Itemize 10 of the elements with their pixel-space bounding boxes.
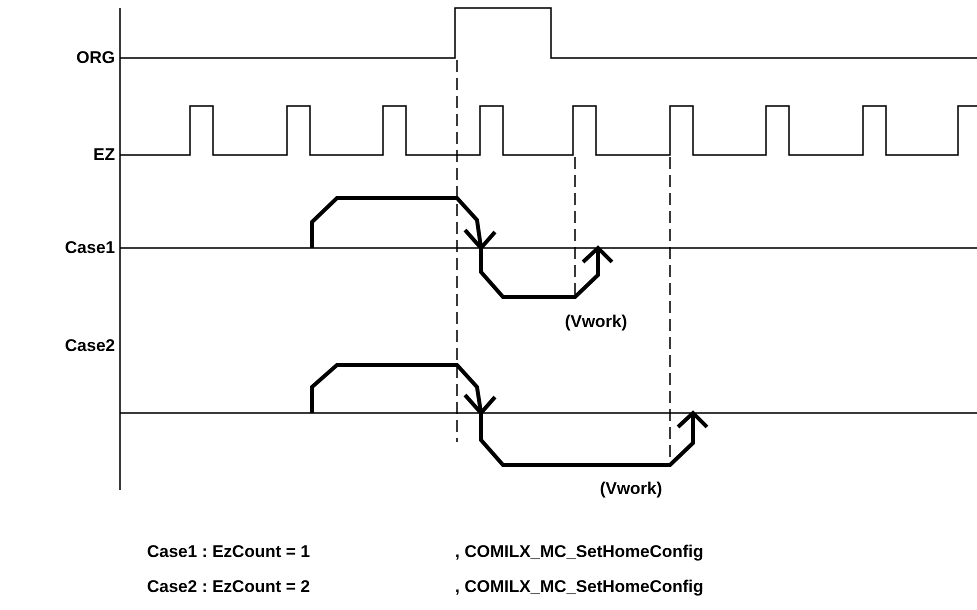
note-text: Case2 : EzCount = 2 [147, 577, 310, 597]
signal-name: EZ [93, 145, 115, 165]
signal-name: Case2 [64, 336, 115, 356]
velocity-label: (Vwork) [600, 479, 662, 499]
signal-name: ORG [76, 48, 115, 68]
note-text: , COMILX_MC_SetHomeConfig [455, 542, 704, 562]
note-text: Case1 : EzCount = 1 [147, 542, 310, 562]
velocity-label: (Vwork) [564, 312, 628, 332]
note-text: , COMILX_MC_SetHomeConfig [455, 577, 704, 597]
signal-name: Case1 [64, 238, 115, 258]
